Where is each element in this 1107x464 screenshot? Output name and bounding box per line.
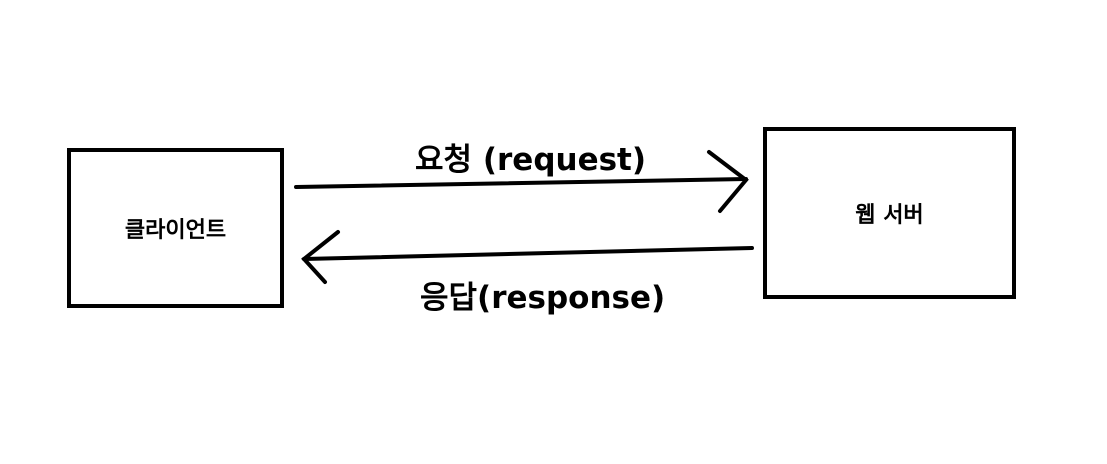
- response-arrow-head: [301, 230, 340, 284]
- request-label: 요청 (request): [415, 142, 647, 178]
- client-label: 클라이언트: [124, 218, 227, 243]
- web-server-node: 웹 서버: [763, 127, 1016, 299]
- client-node: 클라이언트: [67, 148, 284, 308]
- request-arrow: [294, 150, 749, 213]
- response-arrow-shaft: [302, 246, 754, 261]
- response-arrow: [301, 230, 754, 284]
- response-label: 응답(response): [420, 280, 666, 316]
- web-server-label: 웹 서버: [855, 203, 924, 228]
- request-arrow-head: [707, 150, 749, 213]
- request-arrow-shaft: [294, 177, 748, 189]
